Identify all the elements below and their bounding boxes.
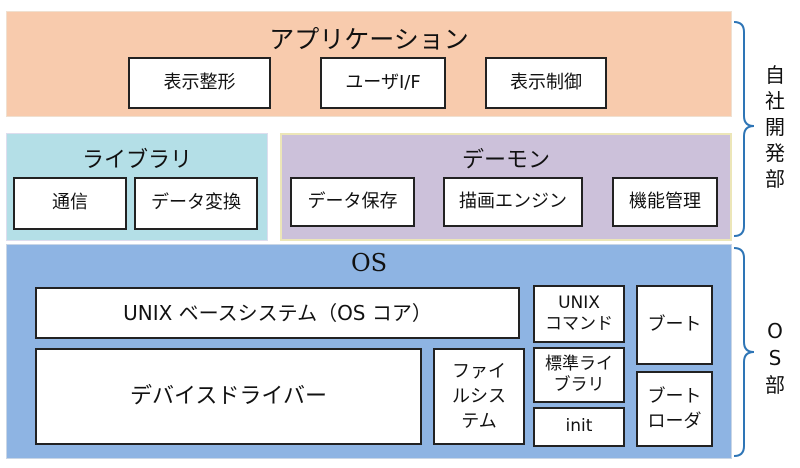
file-system-line-2: ルシス <box>452 385 506 407</box>
in-house-dept-label: 自 社 開 発 部 <box>760 62 790 192</box>
function-management-box: 機能管理 <box>612 177 718 227</box>
unix-command-line-1: UNIX <box>558 292 600 313</box>
os-dept-bracket <box>733 247 755 457</box>
unix-command-box: UNIX コマンド <box>533 285 625 343</box>
standard-library-line-2: ブラリ <box>553 375 605 395</box>
file-system-line-3: テム <box>461 411 497 433</box>
os-dept-char-3: 部 <box>765 373 785 397</box>
in-house-char-5: 部 <box>765 167 785 191</box>
library-layer: ライブラリ 通信 データ変換 <box>6 133 268 241</box>
file-system-line-1: ファイ <box>452 360 506 382</box>
file-system-box: ファイ ルシス テム <box>433 348 525 445</box>
os-dept-char-1: O <box>767 319 783 343</box>
display-format-box: 表示整形 <box>128 57 271 109</box>
data-storage-box: データ保存 <box>290 177 415 227</box>
boot-loader-line-2: ローダ <box>647 411 702 432</box>
display-control-box: 表示制御 <box>485 57 607 109</box>
os-dept-char-2: S <box>768 346 782 370</box>
os-dept-label: O S 部 <box>760 318 790 399</box>
os-title: OS <box>350 249 388 277</box>
os-layer: OS UNIX ベースシステム（OS コア） デバイスドライバー ファイ ルシス… <box>6 244 732 459</box>
unix-command-line-2: コマンド <box>545 314 613 334</box>
standard-library-line-1: 標準ライ <box>545 353 613 374</box>
in-house-char-3: 開 <box>765 115 785 139</box>
render-engine-box: 描画エンジン <box>443 177 583 227</box>
user-interface-box: ユーザI/F <box>320 57 446 109</box>
communication-box: 通信 <box>13 177 127 230</box>
in-house-char-2: 社 <box>765 89 785 113</box>
in-house-char-4: 発 <box>765 141 785 165</box>
unix-base-system-box: UNIX ベースシステム（OS コア） <box>35 287 520 339</box>
boot-box: ブート <box>636 285 713 365</box>
init-box: init <box>533 407 625 447</box>
data-conversion-box: データ変換 <box>134 177 258 230</box>
boot-loader-line-1: ブート <box>647 385 702 407</box>
daemon-layer: デーモン データ保存 描画エンジン 機能管理 <box>280 133 732 241</box>
boot-loader-box: ブート ローダ <box>636 371 713 447</box>
in-house-char-1: 自 <box>765 63 785 87</box>
daemon-title: デーモン <box>461 148 550 173</box>
device-driver-box: デバイスドライバー <box>35 348 422 445</box>
standard-library-box: 標準ライ ブラリ <box>533 347 625 403</box>
in-house-bracket <box>733 21 755 237</box>
application-title: アプリケーション <box>269 25 469 54</box>
library-title: ライブラリ <box>81 148 192 173</box>
application-layer: アプリケーション 表示整形 ユーザI/F 表示制御 <box>6 11 732 117</box>
